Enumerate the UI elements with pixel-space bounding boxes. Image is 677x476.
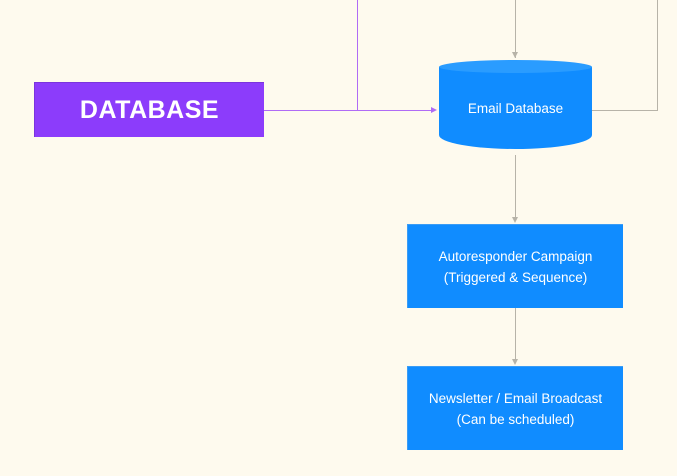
- node-email-database[interactable]: Email Database: [439, 60, 592, 155]
- connector-right-branch-up: [657, 0, 658, 111]
- arrowhead-into-autoresponder: [511, 217, 518, 223]
- connector-email-database-to-autoresponder: [515, 155, 516, 218]
- node-database-label-text: DATABASE: [79, 95, 220, 124]
- node-autoresponder-line2: (Triggered & Sequence): [443, 269, 588, 285]
- arrowhead-into-newsletter: [511, 359, 518, 365]
- arrowhead-into-email-database-left: [431, 106, 437, 113]
- connector-database-to-email-database: [264, 110, 432, 111]
- arrowhead-into-email-database-top: [511, 52, 518, 58]
- connector-purple-branch-up: [357, 0, 358, 111]
- node-autoresponder-campaign[interactable]: Autoresponder Campaign (Triggered & Sequ…: [407, 224, 623, 308]
- cylinder-body: [439, 67, 592, 149]
- connector-autoresponder-to-newsletter: [515, 308, 516, 360]
- node-autoresponder-line1: Autoresponder Campaign: [438, 248, 593, 264]
- node-newsletter-line1: Newsletter / Email Broadcast: [428, 390, 603, 406]
- cylinder-top-ellipse: [439, 60, 592, 74]
- connector-top-into-email-database: [515, 0, 516, 58]
- node-database-label[interactable]: DATABASE: [34, 82, 264, 137]
- node-email-database-text: Email Database: [467, 100, 564, 116]
- connector-email-database-to-right: [592, 110, 658, 111]
- node-newsletter-broadcast[interactable]: Newsletter / Email Broadcast (Can be sch…: [407, 366, 623, 450]
- node-email-database-label: Email Database: [439, 67, 592, 149]
- node-newsletter-line2: (Can be scheduled): [456, 411, 575, 427]
